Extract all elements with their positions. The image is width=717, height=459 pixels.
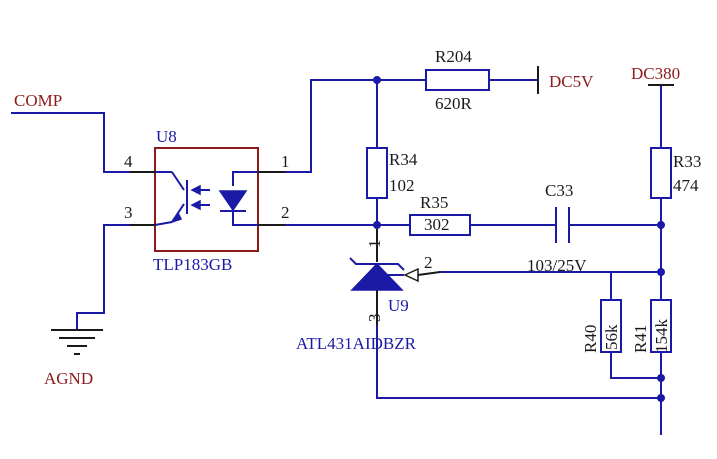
capacitor-c33: C33 103/25V	[527, 181, 587, 275]
junction-bottom	[657, 394, 665, 402]
optocoupler-u8: 4 3 1 2 U8 TLP183GB	[124, 127, 290, 274]
wire-comp	[11, 112, 131, 173]
u9-ref-arrow	[403, 267, 419, 283]
c33-value-label: 103/25V	[527, 256, 587, 275]
phototransistor-icon	[154, 171, 188, 226]
r34-ref-label: R34	[389, 150, 418, 169]
r204-ref-label: R204	[435, 47, 472, 66]
light-arrows-icon	[190, 184, 210, 211]
r40-value-label: 56k	[602, 324, 621, 350]
resistor-r34: R34 102	[366, 147, 418, 199]
junction-r40-bottom	[657, 374, 665, 382]
r33-body	[650, 147, 672, 199]
r204-body	[425, 69, 490, 91]
wire-agnd	[76, 224, 131, 331]
resistor-r33: R33 474	[650, 147, 701, 199]
ground-symbol	[51, 329, 103, 355]
resistor-r40: R40 56k	[581, 299, 622, 353]
junction-mid	[373, 221, 381, 229]
r41-ref-label: R41	[631, 325, 650, 353]
u8-body	[154, 147, 259, 252]
wire-u8-pin1	[284, 79, 427, 173]
r34-value-label: 102	[389, 176, 415, 195]
u8-part-label: TLP183GB	[153, 255, 232, 274]
u8-pin1-label: 1	[281, 152, 290, 171]
net-label-comp: COMP	[14, 91, 62, 110]
u9-ref-label: U9	[388, 296, 409, 315]
net-label-dc380: DC380	[631, 64, 680, 83]
u8-pin4-label: 4	[124, 152, 133, 171]
u9-pin1-label: 1	[365, 240, 384, 249]
r33-value-label: 474	[673, 176, 699, 195]
resistor-r41: R41 154k	[631, 299, 672, 354]
r40-body	[600, 299, 622, 353]
wire-r40-bottom	[610, 351, 662, 379]
u9-part-label: ATL431AIDBZR	[296, 334, 417, 353]
r40-ref-label: R40	[581, 325, 600, 353]
u8-ref-label: U8	[156, 127, 177, 146]
u9-cathode-bar	[349, 257, 405, 271]
r35-ref-label: R35	[420, 193, 448, 212]
junctions	[373, 76, 665, 402]
wire-r40-top	[610, 271, 662, 301]
shunt-regulator-u9: 1 2 3 U9 ATL431AIDBZR	[296, 229, 441, 353]
r35-body	[409, 214, 471, 236]
junction-ref	[657, 268, 665, 276]
u8-pin2-label: 2	[281, 203, 290, 222]
r35-value-label: 302	[424, 215, 450, 234]
u9-pin2-stub	[417, 271, 441, 276]
net-label-agnd: AGND	[44, 369, 93, 388]
r41-body	[650, 299, 672, 353]
junction-c33-rail	[657, 221, 665, 229]
resistor-r35: R35 302	[409, 193, 471, 236]
junction-top	[373, 76, 381, 84]
u9-triangle	[350, 262, 404, 291]
r33-ref-label: R33	[673, 152, 701, 171]
r204-value-label: 620R	[435, 94, 473, 113]
u8-pin3-label: 3	[124, 203, 133, 222]
r41-value-label: 154k	[652, 319, 671, 354]
resistor-r204: R204 620R	[425, 47, 490, 113]
led-icon	[218, 171, 258, 226]
r34-body	[366, 147, 388, 199]
wires	[11, 79, 662, 435]
u9-pin2-label: 2	[424, 253, 433, 272]
c33-ref-label: C33	[545, 181, 573, 200]
u9-pin3-label: 3	[365, 314, 384, 323]
net-label-dc5v: DC5V	[549, 72, 594, 91]
